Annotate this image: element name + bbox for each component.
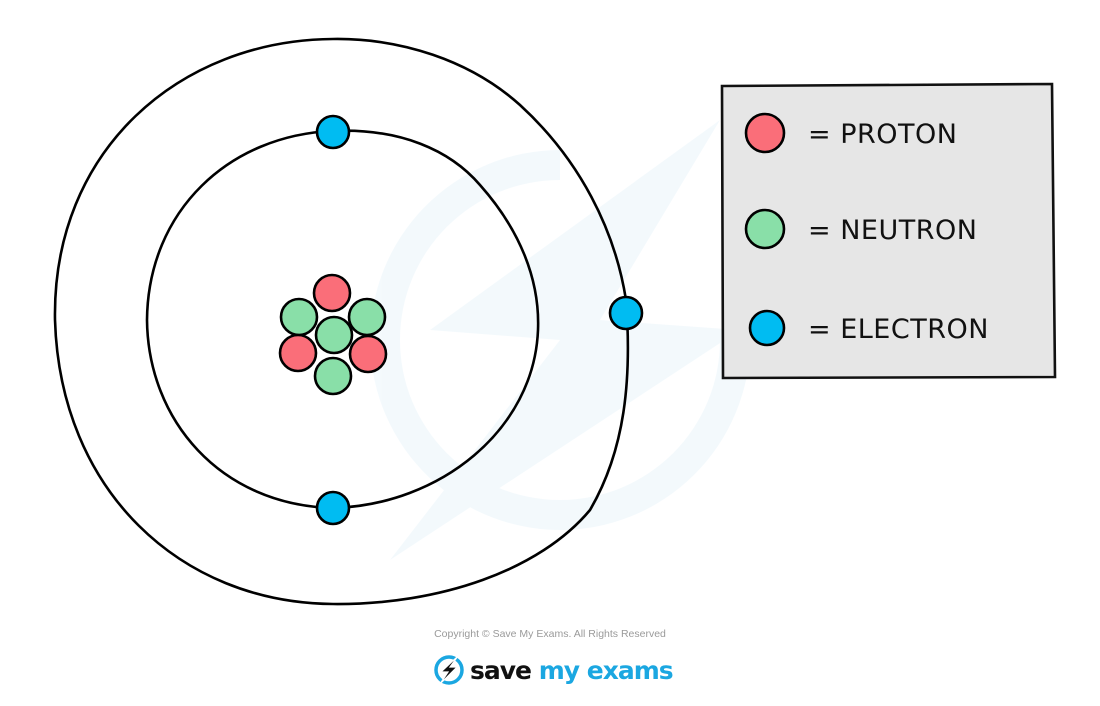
legend-item-proton: = PROTON <box>744 112 957 154</box>
brand-save-text: save <box>470 655 532 685</box>
proton-particle <box>312 273 352 313</box>
neutron-particle <box>313 356 353 396</box>
legend: = PROTON = NEUTRON = ELECTRON <box>720 82 1057 380</box>
electron-particle <box>315 114 351 150</box>
legend-item-neutron: = NEUTRON <box>744 208 977 250</box>
neutron-particle <box>279 297 319 337</box>
legend-label-electron: = ELECTRON <box>808 314 989 345</box>
proton-particle <box>278 333 318 373</box>
neutron-particle <box>314 315 354 355</box>
brand-rest-text: my exams <box>531 655 674 685</box>
lightning-bolt-icon <box>434 655 464 685</box>
nucleus <box>278 273 388 396</box>
legend-box <box>720 82 1057 380</box>
inner-shell-orbit <box>145 129 540 510</box>
electron-particle <box>315 490 351 526</box>
neutron-particle <box>347 297 387 337</box>
neutron-legend-icon <box>744 208 786 250</box>
legend-label-proton: = PROTON <box>808 119 957 150</box>
brand-logo: save my exams <box>432 652 674 688</box>
outer-shell-orbit <box>53 37 630 606</box>
electrons <box>315 114 644 526</box>
legend-label-neutron: = NEUTRON <box>808 215 977 246</box>
copyright-notice: Copyright © Save My Exams. All Rights Re… <box>434 628 666 640</box>
legend-item-electron: = ELECTRON <box>748 309 989 347</box>
proton-particle <box>348 334 388 374</box>
electron-particle <box>608 295 644 331</box>
watermark-logo <box>370 120 751 560</box>
electron-legend-icon <box>748 309 786 347</box>
proton-legend-icon <box>744 112 786 154</box>
